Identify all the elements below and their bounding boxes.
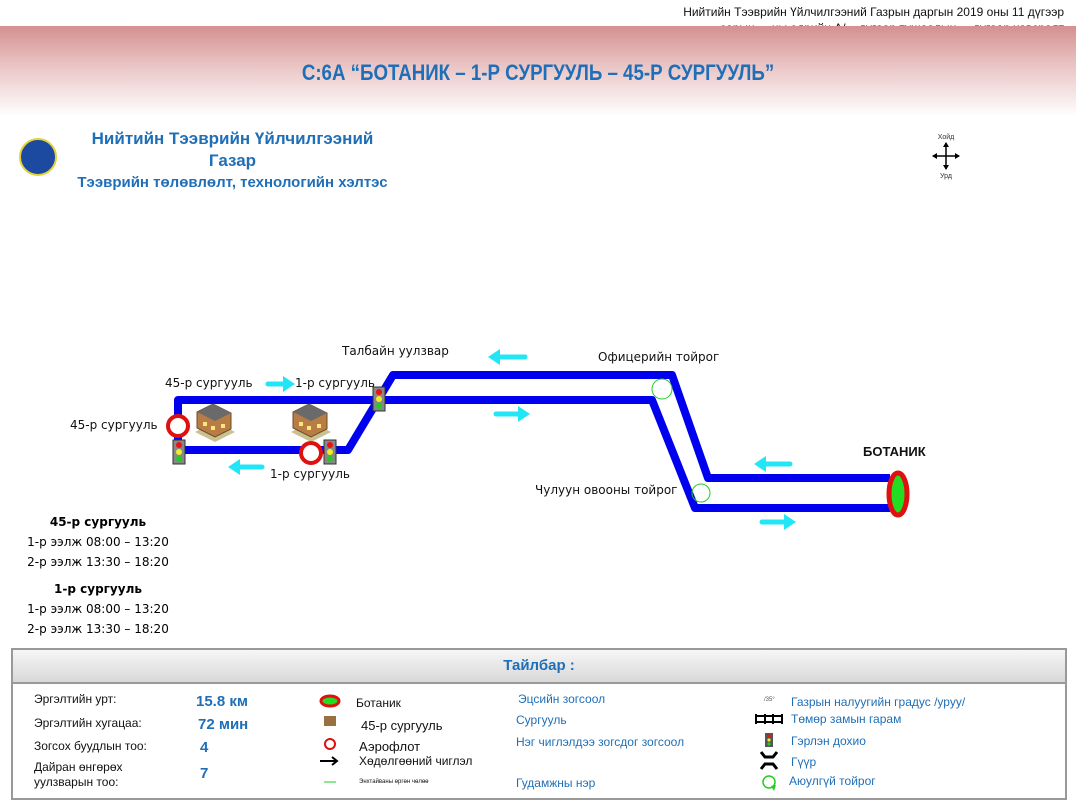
label-school-45-top: 45-р сургууль [165,376,253,390]
school-45-building-icon [194,403,236,443]
legend-botanik: Ботаник [356,696,401,710]
schedule-name: 45-р сургууль [49,515,147,529]
route-line [174,371,890,512]
traffic-light-icon [765,733,773,747]
legend-symbols [319,694,341,783]
legend-direction: Хөдөлгөөний чиглэл [359,754,473,768]
label-school-1-top: 1-р сургууль [295,376,375,390]
legend-panel: Тайлбар : Эргэлтийн урт: 15.8 км Эргэлти… [11,648,1067,800]
stat-label-intersections: Дайран өнгөрөх уулзварын тоо: [34,760,123,789]
organization-logo [19,138,57,176]
legend-school-45: 45-р сургууль [361,718,443,733]
route-title: С:6А “БОТАНИК – 1-Р СУРГУУЛЬ – 45-Р СУРГ… [301,60,775,85]
roundabout-icon [651,378,673,400]
title-banner [0,26,1076,116]
compass-south: Урд [940,173,952,180]
label-talbai-intersection: Талбайн уулзвар [342,344,449,358]
compass: Хойд Урд [926,134,966,180]
org-department: Тээврийн төлөвлөлт, технологийн хэлтэс [77,174,388,191]
bridge-icon [759,751,779,770]
terminal-botanik[interactable] [886,470,910,518]
legend-enkhtaivan-avenue: Энхтайваны өргөн чөлөө [359,779,429,785]
legend-safe-roundabout: Аюулгүй тойрог [789,774,876,788]
direction-arrow-left [754,456,793,472]
stat-label-length: Эргэлтийн урт: [34,692,117,706]
schedule-shift-1: 1-р ээлж 08:00 – 13:20 [27,602,169,616]
legend-traffic-light: Гэрлэн дохио [791,734,866,748]
org-name-line1: Нийтийн Тээврийн Үйлчилгээний [91,129,374,148]
school-1-building-icon [290,403,332,443]
legend-school: Сургууль [516,713,567,727]
organization-header: Нийтийн Тээврийн Үйлчилгээний Газар Тээв… [60,128,405,194]
traffic-light-icon [323,439,337,465]
stat-label-stops: Зогсох буудлын тоо: [34,739,147,753]
stat-value-duration: 72 мин [198,716,249,733]
terminal-icon [319,694,341,708]
legend-railway-crossing: Төмөр замын гарам [791,712,902,726]
schedule-shift-1: 1-р ээлж 08:00 – 13:20 [27,535,169,549]
stat-value-stops: 4 [200,739,209,756]
roundabout-icon [691,483,711,503]
legend-slope: Газрын налуугийн градус /уруу/ [791,695,966,709]
label-school-1-stop: 1-р сургууль [270,467,350,481]
direction-arrow-left [488,349,528,365]
legend-one-way-stop: Нэг чиглэлдээ зогсдог зогсоол [516,735,685,749]
legend-street-name: Гудамжны нэр [516,776,596,790]
legend-bridge: Гүүр [791,755,817,769]
stat-value-intersections: 7 [200,765,209,782]
schedule-shift-2: 2-р ээлж 13:30 – 18:20 [27,555,169,569]
schedule-school-1: 1-р сургууль 1-р ээлж 08:00 – 13:20 2-р … [8,579,188,639]
railway-crossing-icon [755,714,783,724]
decree-line-1: Нийтийн Тээврийн Үйлчилгээний Газрын дар… [683,5,1064,19]
direction-arrow-icon [320,756,339,766]
stat-label-duration: Эргэлтийн хугацаа: [34,716,142,730]
org-name-line2: Газар [208,151,257,170]
direction-arrow-right [759,514,796,530]
traffic-light-icon [172,439,186,465]
route-map [166,349,910,530]
schedule-school-45: 45-р сургууль 1-р ээлж 08:00 – 13:20 2-р… [8,512,188,572]
label-botanik: БОТАНИК [863,444,926,459]
roundabout-icon [762,775,776,791]
label-school-45-stop: 45-р сургууль [70,418,158,432]
legend-aeroflot: Аэрофлот [359,739,421,754]
slope-sample: /35° [764,697,775,703]
schedule-shift-2: 2-р ээлж 13:30 – 18:20 [27,622,169,636]
direction-arrow-right [493,406,530,422]
schedule-name: 1-р сургууль [54,582,142,596]
school-icon [324,716,336,726]
compass-north: Хойд [937,134,955,141]
stop-1-school[interactable] [299,441,323,465]
compass-arrows-icon [932,142,960,170]
stop-45-school[interactable] [166,414,190,438]
legend-other-icons [755,714,783,791]
label-chuluun-roundabout: Чулуун овооны тойрог [535,483,678,497]
direction-arrow-left [228,459,265,475]
traffic-light-icon [372,386,386,412]
direction-arrow-right [265,376,295,392]
legend-terminal-stop: Эцсийн зогсоол [518,692,606,706]
label-officer-roundabout: Офицерийн тойрог [598,350,720,364]
stop-icon [324,738,336,750]
stat-value-length: 15.8 км [196,693,248,710]
legend-title: Тайлбар : [13,650,1065,684]
